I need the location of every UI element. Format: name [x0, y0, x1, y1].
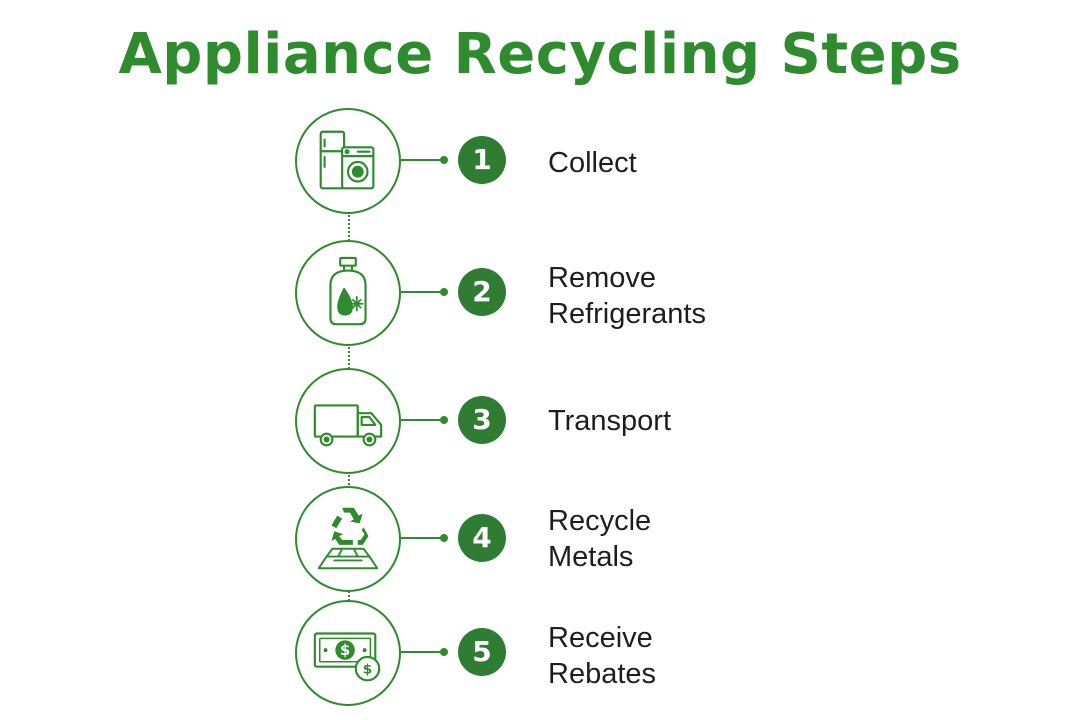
step-icon-circle [295, 486, 401, 592]
step-connector-dot [440, 288, 448, 296]
step-connector-line [401, 419, 445, 421]
step-2: 2 Remove Refrigerants [0, 240, 1080, 350]
step-3: 3 Transport [0, 368, 1080, 478]
step-connector-dot [440, 416, 448, 424]
step-connector-dot [440, 648, 448, 656]
refrigerant-tank-icon [329, 256, 367, 326]
step-label-line: Remove [548, 262, 656, 294]
step-label-line: Receive [548, 622, 653, 654]
money-rebate-icon: $ $ [313, 632, 381, 682]
step-connector-line [401, 537, 445, 539]
step-label-line: Rebates [548, 658, 657, 690]
page-title: Appliance Recycling Steps [118, 22, 962, 87]
step-label: Receive Rebates [548, 620, 656, 692]
step-icon-circle [295, 108, 401, 214]
step-connector-line [401, 651, 445, 653]
step-connector-dot [440, 534, 448, 542]
step-number-badge: 1 [458, 136, 506, 184]
step-label-line: Collect [548, 147, 637, 179]
recycle-metals-icon [317, 507, 379, 570]
step-connector-dot [440, 156, 448, 164]
step-5: $ $ 5 Receive Rebates [0, 600, 1080, 710]
step-1: 1 Collect [0, 108, 1080, 218]
step-icon-circle [295, 240, 401, 346]
appliances-icon [319, 130, 375, 190]
step-number-badge: 5 [458, 628, 506, 676]
step-number-badge: 4 [458, 514, 506, 562]
step-number-badge: 3 [458, 396, 506, 444]
step-label-line: Metals [548, 541, 634, 573]
step-icon-circle [295, 368, 401, 474]
step-label-line: Refrigerants [548, 298, 706, 330]
step-connector-line [401, 159, 445, 161]
truck-icon [313, 404, 383, 447]
step-connector-line [401, 291, 445, 293]
step-label: Remove Refrigerants [548, 260, 706, 332]
step-icon-circle: $ $ [295, 600, 401, 706]
step-label: Recycle Metals [548, 503, 651, 575]
step-number-badge: 2 [458, 268, 506, 316]
step-label: Collect [548, 145, 637, 181]
step-label-line: Recycle [548, 505, 652, 537]
svg-text:$: $ [363, 661, 373, 677]
step-4: 4 Recycle Metals [0, 486, 1080, 596]
svg-text:$: $ [340, 642, 350, 659]
step-label: Transport [548, 403, 671, 439]
step-label-line: Transport [548, 405, 672, 437]
